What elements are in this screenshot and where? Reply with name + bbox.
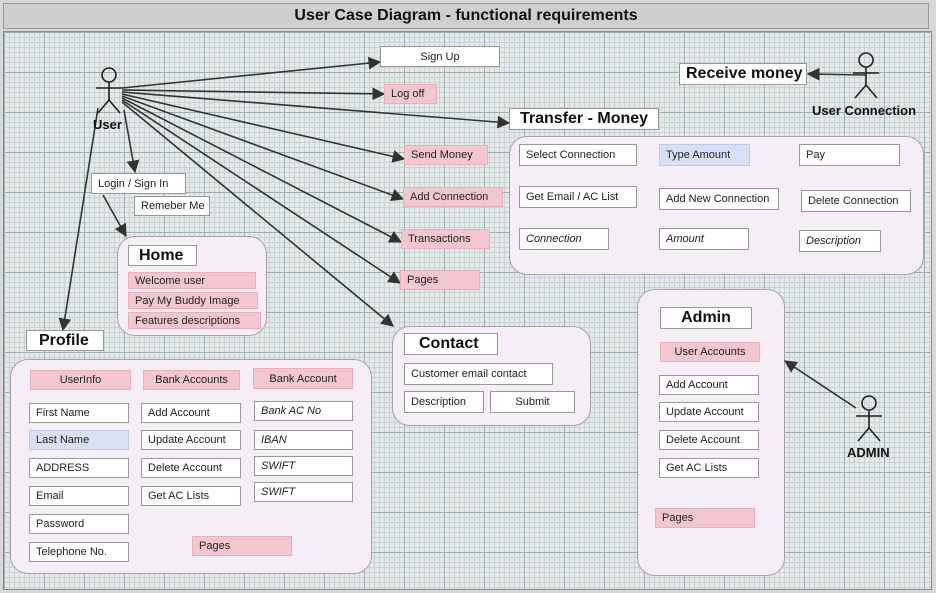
- bank-account-header: Bank Account: [253, 368, 353, 389]
- admin-delete-account-button[interactable]: Delete Account: [659, 430, 759, 450]
- user-accounts-header: User Accounts: [660, 342, 760, 362]
- transfer-money-title[interactable]: Transfer - Money: [509, 108, 659, 130]
- swift-field-2[interactable]: SWIFT: [254, 482, 353, 502]
- type-amount-box[interactable]: Type Amount: [659, 144, 750, 166]
- iban-field[interactable]: IBAN: [254, 430, 353, 450]
- admin-title[interactable]: Admin: [660, 307, 752, 329]
- profile-add-account-button[interactable]: Add Account: [141, 403, 241, 423]
- home-item-features-descriptions: Features descriptions: [128, 312, 261, 329]
- admin-actor-label: ADMIN: [847, 445, 890, 460]
- login-sign-in-box[interactable]: Login / Sign In: [91, 173, 186, 194]
- amount-field[interactable]: Amount: [659, 228, 749, 250]
- submit-button[interactable]: Submit: [490, 391, 575, 413]
- admin-update-account-button[interactable]: Update Account: [659, 402, 759, 422]
- transactions-box[interactable]: Transactions: [401, 229, 490, 249]
- userinfo-header: UserInfo: [30, 370, 131, 390]
- profile-delete-account-button[interactable]: Delete Account: [141, 458, 241, 478]
- log-off-box[interactable]: Log off: [384, 84, 437, 104]
- home-item-pay-my-buddy-image: Pay My Buddy Image: [128, 292, 258, 309]
- swift-field[interactable]: SWIFT: [254, 456, 353, 476]
- get-email-ac-list-box[interactable]: Get Email / AC List: [519, 186, 637, 208]
- diagram-title: User Case Diagram - functional requireme…: [3, 3, 929, 29]
- description-field[interactable]: Description: [799, 230, 881, 252]
- bank-ac-no-field[interactable]: Bank AC No: [254, 401, 353, 421]
- admin-add-account-button[interactable]: Add Account: [659, 375, 759, 395]
- admin-get-ac-lists-button[interactable]: Get AC Lists: [659, 458, 759, 478]
- last-name-field[interactable]: Last Name: [29, 430, 129, 450]
- telephone-field[interactable]: Telephone No.: [29, 542, 129, 562]
- profile-title[interactable]: Profile: [26, 330, 104, 351]
- address-field[interactable]: ADDRESS: [29, 458, 129, 478]
- sign-up-box[interactable]: Sign Up: [380, 46, 500, 67]
- delete-connection-box[interactable]: Delete Connection: [801, 190, 911, 212]
- home-item-welcome-user: Welcome user: [128, 272, 256, 289]
- email-field[interactable]: Email: [29, 486, 129, 506]
- pages-box[interactable]: Pages: [400, 270, 480, 290]
- connection-field[interactable]: Connection: [519, 228, 609, 250]
- add-new-connection-box[interactable]: Add New Connection: [659, 188, 779, 210]
- profile-get-ac-lists-button[interactable]: Get AC Lists: [141, 486, 241, 506]
- password-field[interactable]: Password: [29, 514, 129, 534]
- home-title[interactable]: Home: [128, 245, 197, 266]
- add-connection-box[interactable]: Add Connection: [403, 187, 503, 207]
- contact-title[interactable]: Contact: [404, 333, 498, 355]
- user-connection-actor-label: User Connection: [812, 103, 917, 118]
- bank-accounts-header: Bank Accounts: [143, 370, 240, 390]
- receive-money-box[interactable]: Receive money: [679, 63, 807, 85]
- remember-me-box[interactable]: Remeber Me: [134, 196, 210, 216]
- customer-email-contact-box[interactable]: Customer email contact: [404, 363, 553, 385]
- pay-box[interactable]: Pay: [799, 144, 900, 166]
- send-money-box[interactable]: Send Money: [404, 145, 488, 165]
- profile-update-account-button[interactable]: Update Account: [141, 430, 241, 450]
- select-connection-box[interactable]: Select Connection: [519, 144, 637, 166]
- first-name-field[interactable]: First Name: [29, 403, 129, 423]
- profile-pages-box[interactable]: Pages: [192, 536, 292, 556]
- user-actor-label: User: [93, 117, 122, 132]
- contact-description-field[interactable]: Description: [404, 391, 484, 413]
- admin-pages-box[interactable]: Pages: [655, 508, 755, 528]
